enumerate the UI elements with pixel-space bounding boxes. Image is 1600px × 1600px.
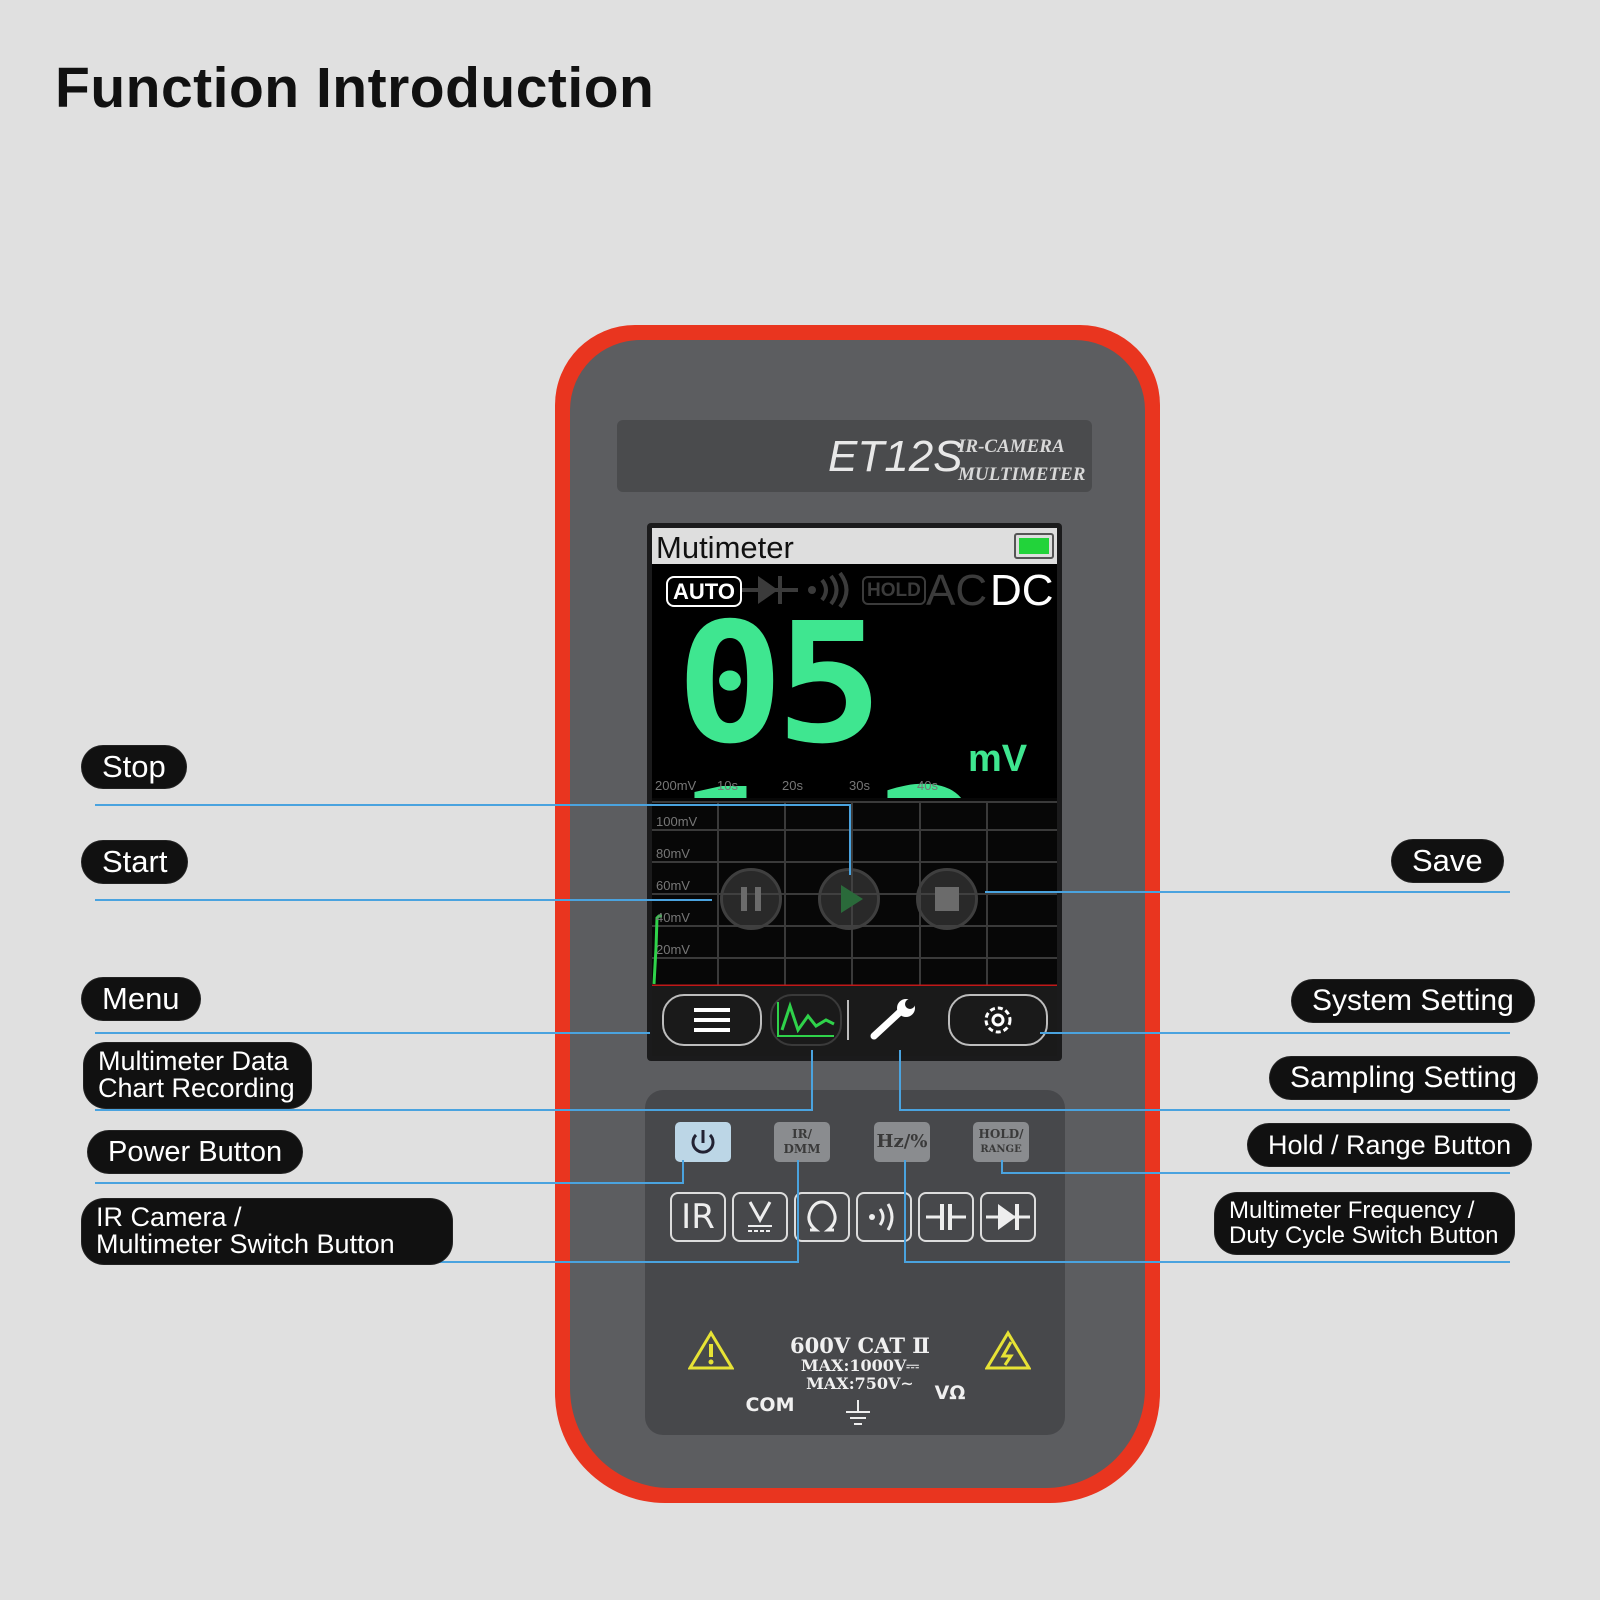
dc-indicator: DC bbox=[990, 566, 1054, 615]
menu-tab[interactable] bbox=[662, 994, 762, 1046]
voltage-icon bbox=[748, 1201, 772, 1232]
pause-icon bbox=[741, 887, 761, 911]
callout-frequency-duty: Multimeter Frequency / Duty Cycle Switch… bbox=[1215, 1193, 1515, 1254]
warning-icon bbox=[687, 1330, 735, 1380]
time-axis-label: 20s bbox=[782, 778, 803, 793]
stop-square-icon bbox=[935, 887, 959, 911]
ground-icon bbox=[843, 1398, 873, 1433]
time-axis-label: 200mV bbox=[655, 778, 697, 793]
y-axis-labels: 100mV 80mV 60mV 40mV 20mV bbox=[656, 806, 697, 966]
ir-dmm-label-2: DMM bbox=[783, 1142, 821, 1156]
rating-max-ac: MAX:750V∼ bbox=[806, 1374, 914, 1393]
rating-max-dc: MAX:1000V⎓ bbox=[800, 1356, 920, 1375]
callout-start: Start bbox=[82, 841, 188, 883]
mode-capacitance[interactable] bbox=[918, 1192, 974, 1242]
play-icon bbox=[841, 885, 863, 913]
mode-continuity[interactable] bbox=[856, 1192, 912, 1242]
callout-ir-switch-line-2: Multimeter Switch Button bbox=[96, 1229, 395, 1259]
device-model: ET12S bbox=[828, 432, 963, 481]
y-axis-label: 20mV bbox=[656, 942, 690, 957]
continuity-indicator-icon bbox=[804, 571, 854, 613]
diode-indicator-icon bbox=[740, 572, 800, 613]
gear-icon bbox=[984, 1006, 1012, 1034]
device-subtitle-line-1: IR-CAMERA bbox=[958, 436, 1065, 457]
tab-divider bbox=[847, 1000, 849, 1040]
hz-duty-label: Hz/% bbox=[876, 1131, 928, 1152]
ir-dmm-button[interactable]: IR/ DMM bbox=[774, 1122, 830, 1162]
capacitor-icon bbox=[926, 1204, 966, 1230]
y-axis-label: 60mV bbox=[656, 878, 690, 893]
sampling-setting-tab[interactable] bbox=[854, 994, 936, 1046]
device-subtitle-line-2: MULTIMETER bbox=[958, 464, 1086, 485]
hold-indicator: HOLD bbox=[862, 576, 926, 605]
auto-range-badge: AUTO bbox=[666, 576, 742, 607]
ac-indicator: AC bbox=[926, 566, 988, 615]
callout-chart-recording-line-2: Chart Recording bbox=[98, 1073, 295, 1103]
time-axis-label: 30s bbox=[849, 778, 870, 793]
hold-range-label-2: RANGE bbox=[980, 1144, 1022, 1155]
start-control[interactable] bbox=[818, 868, 880, 930]
device-screen: Mutimeter AUTO HOLD AC DC 05 1.2 mV 200m… bbox=[652, 528, 1057, 1056]
menu-icon bbox=[694, 1008, 730, 1032]
screen-header: Mutimeter bbox=[652, 528, 1057, 565]
wrench-icon bbox=[870, 999, 915, 1040]
hold-range-label-1: HOLD/ bbox=[978, 1127, 1024, 1141]
callout-menu: Menu bbox=[82, 978, 200, 1020]
callout-ir-switch-line-1: IR Camera / bbox=[96, 1202, 242, 1232]
ir-dmm-label-1: IR/ bbox=[792, 1127, 812, 1141]
system-setting-tab[interactable] bbox=[948, 994, 1048, 1046]
stop-control[interactable] bbox=[720, 868, 782, 930]
hz-duty-button[interactable]: Hz/% bbox=[874, 1122, 930, 1162]
callout-hold-range: Hold / Range Button bbox=[1248, 1124, 1532, 1166]
y-axis-label: 40mV bbox=[656, 910, 690, 925]
diode-icon bbox=[986, 1204, 1030, 1230]
vohm-terminal-label: VΩ bbox=[934, 1382, 966, 1404]
callout-stop: Stop bbox=[82, 746, 186, 788]
callout-frequency-duty-line-2: Duty Cycle Switch Button bbox=[1229, 1222, 1499, 1249]
page-title: Function Introduction bbox=[55, 56, 655, 120]
y-axis-label: 80mV bbox=[656, 846, 690, 861]
save-control[interactable] bbox=[916, 868, 978, 930]
callout-system-setting: System Setting bbox=[1292, 980, 1534, 1022]
hold-range-button[interactable]: HOLD/ RANGE bbox=[973, 1122, 1029, 1162]
continuity-icon bbox=[869, 1203, 894, 1231]
callout-frequency-duty-line-1: Multimeter Frequency / bbox=[1229, 1197, 1475, 1224]
mode-resistance[interactable] bbox=[794, 1192, 850, 1242]
callout-sampling-setting: Sampling Setting bbox=[1270, 1057, 1537, 1099]
battery-icon bbox=[1014, 533, 1054, 559]
power-button[interactable] bbox=[675, 1122, 731, 1162]
device-subtitle: IR-CAMERA MULTIMETER bbox=[958, 433, 1085, 489]
chart-recording-tab[interactable] bbox=[770, 994, 842, 1046]
callout-chart-recording-line-1: Multimeter Data bbox=[98, 1046, 289, 1076]
screen-tab-bar bbox=[652, 986, 1057, 1056]
screen-title: Mutimeter bbox=[656, 530, 794, 565]
chart-wave-icon bbox=[777, 1001, 835, 1037]
mode-voltage[interactable] bbox=[732, 1192, 788, 1242]
high-voltage-icon bbox=[984, 1330, 1032, 1380]
mode-diode[interactable] bbox=[980, 1192, 1036, 1242]
time-axis-label: 10s bbox=[717, 778, 738, 793]
callout-ir-switch: IR Camera / Multimeter Switch Button bbox=[82, 1199, 452, 1264]
power-icon bbox=[691, 1130, 715, 1154]
brand-bar bbox=[617, 420, 1092, 492]
mode-ir[interactable]: IR bbox=[670, 1192, 726, 1242]
callout-save: Save bbox=[1392, 840, 1503, 882]
rating-cat: 600V CAT Ⅱ bbox=[790, 1333, 930, 1358]
ohm-icon bbox=[807, 1200, 837, 1232]
y-axis-label: 100mV bbox=[656, 814, 698, 829]
com-terminal-label: COM bbox=[745, 1394, 795, 1416]
callout-power-button: Power Button bbox=[88, 1131, 303, 1173]
reading-unit: mV bbox=[968, 738, 1028, 780]
callout-chart-recording: Multimeter Data Chart Recording bbox=[84, 1043, 311, 1108]
time-axis-label: 40s bbox=[917, 778, 938, 793]
